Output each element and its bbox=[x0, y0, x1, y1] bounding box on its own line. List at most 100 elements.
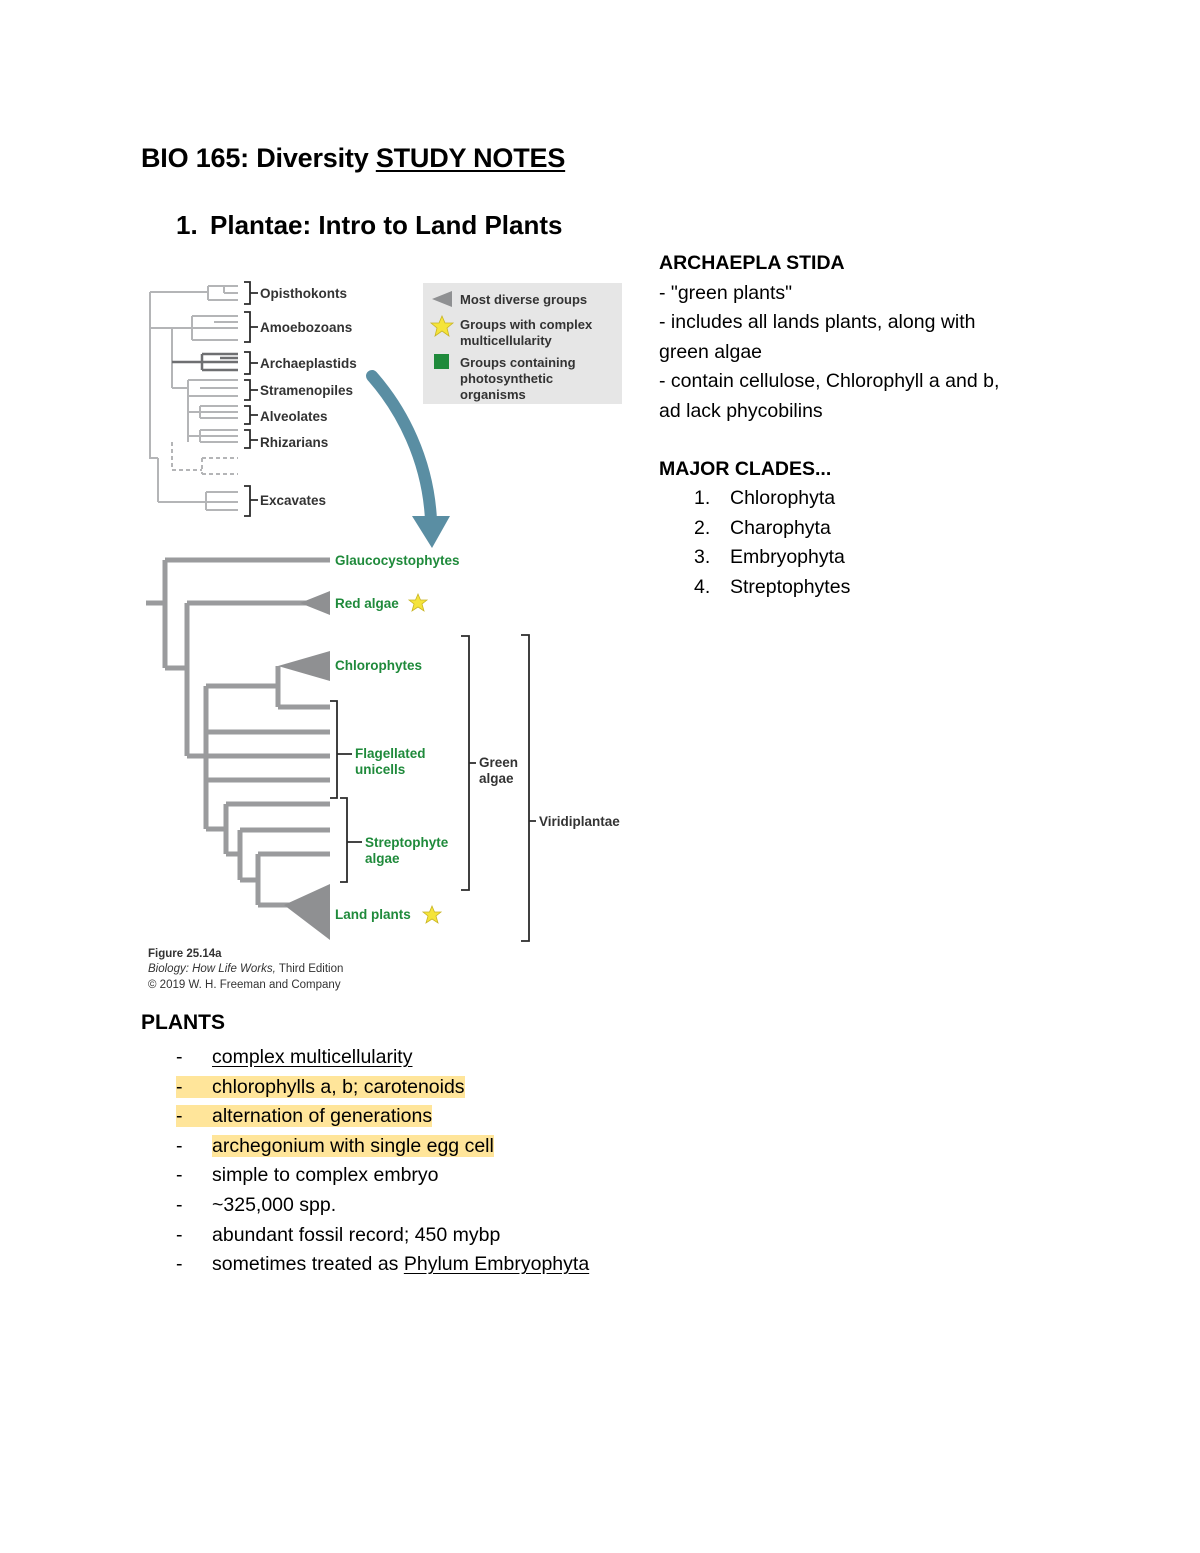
plants-list: -complex multicellularity - chlorophylls … bbox=[176, 1043, 589, 1280]
item-text: archegonium with single egg cell bbox=[212, 1134, 494, 1157]
list-item: 3.Embryophyta bbox=[659, 543, 1079, 573]
curved-arrow bbox=[366, 370, 450, 548]
legend-background bbox=[423, 283, 622, 404]
archaeplastida-notes: ARCHAEPLA STIDA - "green plants" - inclu… bbox=[659, 249, 1079, 603]
land-plants-star-icon bbox=[421, 904, 443, 924]
triangle-icon bbox=[432, 291, 452, 307]
list-item: - archegonium with single egg cell bbox=[176, 1132, 589, 1162]
label-green-algae-1: Green bbox=[479, 755, 518, 770]
chlorophytes-triangle bbox=[278, 651, 330, 681]
eukaryote-tree bbox=[149, 285, 238, 511]
streptophyte-bracket bbox=[340, 797, 362, 883]
taxon-alveolates: Alveolates bbox=[260, 409, 328, 424]
caption-figure: Figure 25.14a bbox=[148, 948, 222, 960]
bullet-dash: - bbox=[176, 1164, 183, 1187]
bullet-dash: - bbox=[176, 1046, 183, 1068]
phylogeny-svg: Opisthokonts Amoebozoans Archaeplastids … bbox=[146, 281, 622, 991]
item-text: ~325,000 spp. bbox=[212, 1193, 337, 1216]
taxon-archaeplastids: Archaeplastids bbox=[260, 356, 357, 371]
list-item: - sometimes treated as Phylum Embryophyta bbox=[176, 1250, 589, 1280]
item-text: Streptophytes bbox=[730, 575, 851, 598]
taxon-rhizarians: Rhizarians bbox=[260, 435, 328, 450]
land-plants-triangle bbox=[284, 884, 330, 940]
list-item: -complex multicellularity bbox=[176, 1043, 589, 1073]
bullet-dash: - bbox=[176, 1134, 183, 1157]
note-line: green algae bbox=[659, 340, 763, 363]
title-underlined: STUDY NOTES bbox=[375, 143, 566, 173]
taxon-brackets bbox=[244, 281, 258, 517]
item-text: abundant fossil record; 450 mybp bbox=[212, 1223, 501, 1246]
list-item: 4. Streptophytes bbox=[659, 573, 1079, 603]
legend-photo-1: Groups containing bbox=[460, 355, 576, 370]
label-glaucocystophytes: Glaucocystophytes bbox=[335, 553, 460, 568]
item-number: 1. bbox=[694, 487, 711, 510]
caption-edition: Third Edition bbox=[276, 963, 344, 975]
section-number: 1. bbox=[176, 210, 198, 240]
item-number: 3. bbox=[694, 546, 711, 569]
label-chlorophytes: Chlorophytes bbox=[335, 658, 422, 673]
item-text-underlined: Phylum Embryophyta bbox=[403, 1253, 590, 1276]
label-viridiplantae: Viridiplantae bbox=[539, 814, 620, 829]
label-land-plants: Land plants bbox=[335, 907, 411, 922]
section-heading: 1. Plantae: Intro to Land Plants bbox=[176, 210, 562, 241]
archaeplastid-branch bbox=[172, 352, 238, 372]
label-streptophyte-1: Streptophyte bbox=[365, 835, 449, 850]
list-item: - alternation of generations bbox=[176, 1102, 589, 1132]
list-item: - ~325,000 spp. bbox=[176, 1191, 589, 1221]
star-icon bbox=[429, 314, 455, 337]
list-item: - chlorophylls a, b; carotenoids bbox=[176, 1073, 589, 1103]
note-line: - "green plants" bbox=[659, 281, 793, 304]
taxon-amoebozoans: Amoebozoans bbox=[260, 320, 352, 335]
bullet-dash: - bbox=[176, 1075, 183, 1098]
list-item: 2. Charophyta bbox=[659, 514, 1079, 544]
major-clades-heading: MAJOR CLADES... bbox=[659, 457, 832, 480]
label-streptophyte-2: algae bbox=[365, 851, 400, 866]
title-text: BIO 165: Diversity bbox=[141, 143, 376, 173]
item-text: simple to complex embryo bbox=[212, 1164, 439, 1187]
note-line: - contain cellulose, Chlorophyll a and b… bbox=[659, 370, 1000, 393]
dashed-branches bbox=[171, 442, 238, 475]
taxon-stramenopiles: Stramenopiles bbox=[260, 383, 353, 398]
archaeplastida-heading: ARCHAEPLA STIDA bbox=[659, 252, 845, 274]
item-text: chlorophylls a, b; carotenoids bbox=[212, 1075, 465, 1098]
caption-book-title: Biology: How Life Works, bbox=[148, 963, 276, 975]
item-text: sometimes treated as bbox=[212, 1253, 404, 1276]
legend-photo-3: organisms bbox=[460, 387, 526, 402]
note-line: ad lack phycobilins bbox=[659, 399, 823, 422]
item-text: alternation of generations bbox=[212, 1105, 433, 1128]
red-algae-star-icon bbox=[407, 592, 429, 612]
list-item: 1. Chlorophyta bbox=[659, 484, 1079, 514]
figure-legend: Most diverse groups Groups with complex … bbox=[423, 283, 622, 404]
item-text: Charophyta bbox=[730, 516, 831, 539]
document-title: BIO 165: Diversity STUDY NOTES bbox=[141, 143, 565, 174]
legend-complex-1: Groups with complex bbox=[460, 317, 593, 332]
label-red-algae: Red algae bbox=[335, 596, 399, 611]
archaeplastida-tree bbox=[146, 557, 330, 908]
red-algae-triangle bbox=[300, 591, 330, 615]
plants-heading: PLANTS bbox=[141, 1011, 225, 1034]
note-line: - includes all lands plants, along with bbox=[659, 311, 976, 334]
major-clades-list: 1. Chlorophyta 2. Charophyta 3.Embryophyta… bbox=[659, 484, 1079, 602]
caption-copyright: © 2019 W. H. Freeman and Company bbox=[148, 979, 341, 991]
bullet-dash: - bbox=[176, 1223, 183, 1246]
item-text: Chlorophyta bbox=[730, 487, 836, 510]
item-number: 4. bbox=[694, 575, 711, 598]
phylogeny-figure: Opisthokonts Amoebozoans Archaeplastids … bbox=[140, 270, 650, 1000]
legend-diverse: Most diverse groups bbox=[460, 292, 587, 307]
taxon-excavates: Excavates bbox=[260, 493, 326, 508]
flagellated-bracket bbox=[330, 700, 352, 799]
label-flagellated-2: unicells bbox=[355, 762, 405, 777]
item-number: 2. bbox=[694, 516, 711, 539]
spacer bbox=[659, 427, 1079, 455]
bullet-dash: - bbox=[176, 1253, 183, 1276]
section-title: Plantae: Intro to Land Plants bbox=[210, 210, 563, 240]
bullet-dash: - bbox=[176, 1193, 183, 1216]
bullet-dash: - bbox=[176, 1105, 183, 1128]
label-flagellated-1: Flagellated bbox=[355, 746, 426, 761]
taxon-opisthokonts: Opisthokonts bbox=[260, 286, 347, 301]
green-square-icon bbox=[434, 354, 449, 369]
list-item: - simple to complex embryo bbox=[176, 1161, 589, 1191]
viridiplantae-bracket bbox=[521, 634, 536, 942]
legend-complex-2: multicellularity bbox=[460, 333, 553, 348]
legend-photo-2: photosynthetic bbox=[460, 371, 553, 386]
